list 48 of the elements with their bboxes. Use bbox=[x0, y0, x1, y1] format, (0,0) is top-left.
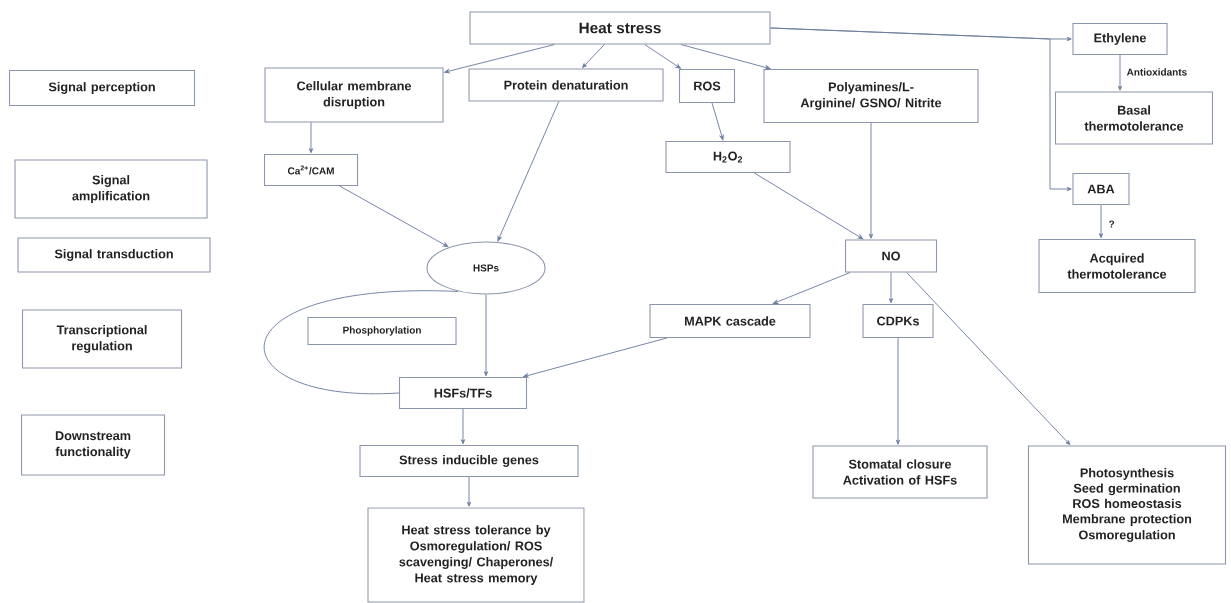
arrow bbox=[770, 27, 1072, 192]
process-box: Acquired thermotolerance bbox=[1038, 238, 1196, 294]
edge-label: Antioxidants bbox=[1125, 67, 1189, 77]
process-box: Phosphorylation bbox=[307, 316, 457, 346]
process-box: Heat stress bbox=[469, 11, 771, 45]
process-box: ROS bbox=[678, 68, 736, 104]
arrow bbox=[339, 185, 449, 248]
process-box: Cellular membrane disruption bbox=[264, 67, 444, 123]
arrow bbox=[582, 44, 605, 68]
process-box: MAPK cascade bbox=[649, 303, 811, 339]
arrow bbox=[497, 101, 560, 242]
process-box: Basal thermotolerance bbox=[1054, 91, 1214, 145]
arrow bbox=[753, 172, 864, 240]
arrow bbox=[644, 44, 681, 69]
process-box: Photosynthesis Seed germination ROS homeostasis Membrane protection Osmoregulation bbox=[1027, 445, 1227, 565]
arrow bbox=[466, 476, 472, 507]
edge-label: ? bbox=[1107, 219, 1117, 229]
process-box: Polyamines/L-Arginine/ GSNO/ Nitrite bbox=[763, 68, 979, 124]
arrow bbox=[711, 102, 724, 141]
stage-box: Signal transduction bbox=[17, 237, 211, 273]
process-box: CDPKs bbox=[862, 303, 934, 339]
arrow bbox=[1117, 54, 1123, 91]
arrow bbox=[523, 337, 668, 378]
arrow bbox=[1098, 204, 1104, 239]
arrow bbox=[680, 44, 771, 70]
process-box: H$_{2}$O$_{2}$ bbox=[665, 140, 791, 174]
arrow bbox=[444, 44, 555, 74]
arrow bbox=[460, 408, 466, 445]
arrow bbox=[868, 122, 874, 239]
stage-box: Signal perception bbox=[8, 69, 196, 107]
stage-box: Downstream functionality bbox=[21, 414, 166, 476]
process-box: Heat stress tolerance by Osmoregulation/ ROS scavenging/ Chaperones/ Heat stress memory bbox=[367, 507, 585, 603]
process-box: HSFs/TFs bbox=[398, 376, 528, 410]
process-box: Protein denaturation bbox=[468, 68, 664, 102]
stage-box: Signal amplification bbox=[14, 159, 208, 219]
arrow bbox=[308, 122, 314, 154]
arrow bbox=[906, 272, 1071, 445]
arrow bbox=[895, 337, 901, 445]
arrow bbox=[483, 294, 489, 377]
arrow bbox=[772, 272, 851, 304]
process-box: ABA bbox=[1072, 172, 1130, 206]
arrow bbox=[888, 272, 894, 304]
process-box: Ca$^{2+}$/CAM bbox=[263, 153, 359, 187]
stage-box: Transcriptional regulation bbox=[22, 309, 183, 369]
process-box: Ethylene bbox=[1072, 22, 1168, 56]
process-box: Stress inducible genes bbox=[359, 444, 579, 478]
process-box: Stomatal closure Activation of HSFs bbox=[812, 445, 988, 499]
process-box: NO bbox=[844, 239, 938, 273]
